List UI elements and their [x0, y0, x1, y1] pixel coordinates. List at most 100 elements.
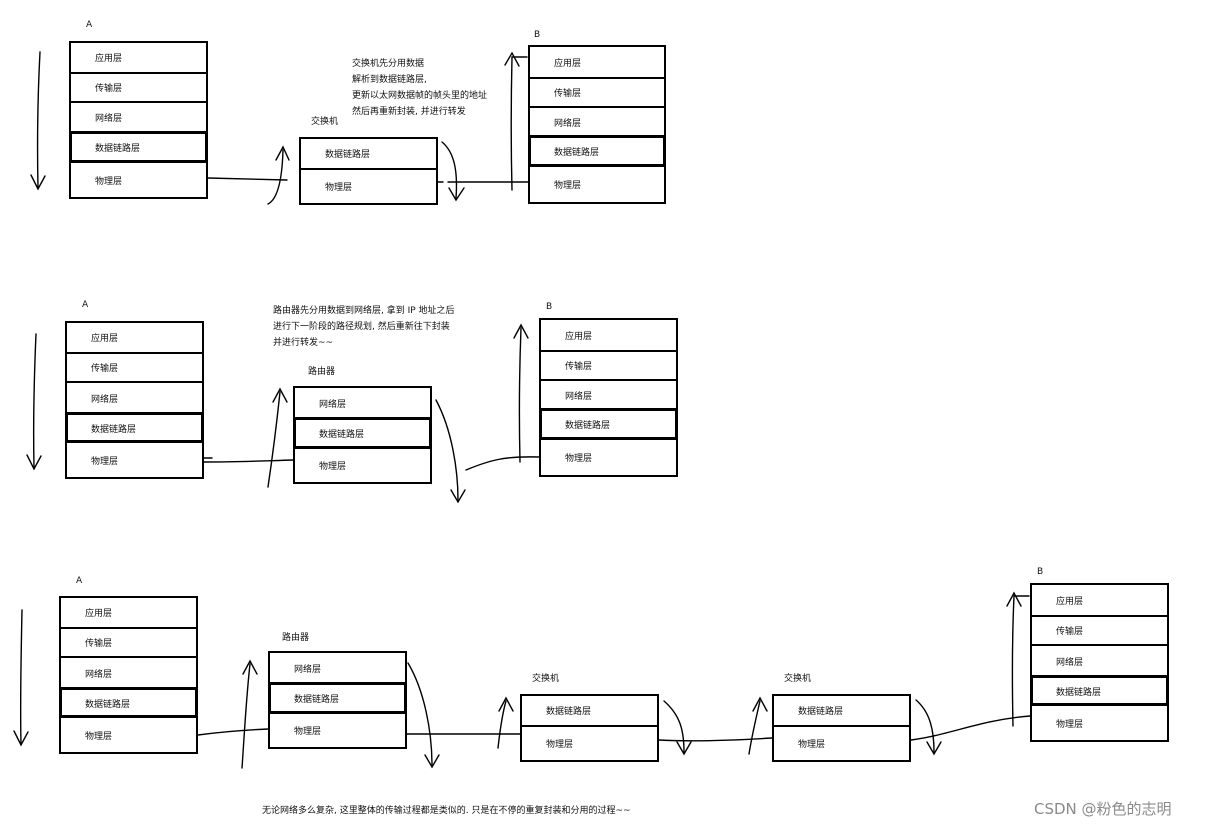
layer-physical: 物理层 [67, 441, 202, 477]
note-line: 进行下一阶段的路径规划, 然后重新往下封装 [273, 322, 450, 332]
layer-application: 应用层 [565, 331, 593, 342]
up-arrow [1011, 595, 1015, 727]
layer-datalink: 数据链路层 [294, 417, 431, 448]
router-note: 路由器先分用数据到网络层, 拿到 IP 地址之后 进行下一阶段的路径规划, 然后… [273, 303, 455, 351]
layer-datalink: 数据链路层 [269, 682, 406, 713]
down-arrow [435, 399, 459, 501]
arrow-head [676, 741, 692, 756]
arrow-head [498, 696, 514, 712]
layer-physical: 物理层 [522, 725, 657, 760]
note-line: 并进行转发~~ [273, 338, 334, 348]
down-arrow [32, 333, 37, 469]
arrow-head [1006, 591, 1022, 607]
layer-network: 网络层 [67, 381, 202, 413]
layer-physical: 物理层 [774, 725, 909, 760]
down-arrow [407, 662, 433, 767]
up-arrow [510, 56, 513, 191]
router-stack: 网络层 数据链路层 物理层 [268, 651, 407, 749]
host-a-stack: 应用层 传输层 网络层 数据链路层 物理层 [69, 41, 208, 199]
up-arrow [748, 700, 761, 755]
host-a-stack: 应用层 传输层 网络层 数据链路层 物理层 [59, 596, 198, 754]
layer-application: 应用层 [91, 334, 119, 344]
layer-network: 网络层 [530, 106, 664, 136]
host-a-label: A [76, 576, 83, 586]
layer-network: 网络层 [294, 664, 322, 675]
switch-label: 交换机 [311, 117, 339, 127]
arrow-head [752, 696, 768, 712]
host-b-label: B [1037, 567, 1044, 577]
router-label: 路由器 [308, 367, 336, 377]
note-line: 更新以太网数据帧的帧头里的地址 [352, 91, 488, 101]
layer-physical: 物理层 [1032, 704, 1167, 740]
host-a-label: A [86, 20, 93, 30]
layer-network: 网络层 [541, 379, 676, 409]
host-a-stack: 应用层 传输层 网络层 数据链路层 物理层 [65, 321, 204, 479]
watermark: CSDN @粉色的志明 [1034, 800, 1172, 818]
arrow-head [513, 323, 529, 339]
layer-network: 网络层 [319, 399, 347, 410]
layer-datalink: 数据链路层 [540, 408, 677, 439]
arrow-head [926, 741, 942, 756]
layer-application: 应用层 [554, 58, 582, 69]
layer-application: 应用层 [1056, 596, 1084, 607]
layer-transport: 传输层 [1032, 615, 1167, 644]
layer-datalink: 数据链路层 [60, 687, 197, 717]
host-b-label: B [546, 302, 553, 312]
cable [197, 728, 269, 736]
layer-physical: 物理层 [301, 168, 436, 203]
layer-application: 应用层 [85, 609, 113, 619]
layer-transport: 传输层 [71, 72, 206, 101]
arrow-head [272, 387, 288, 403]
arrow-head [242, 659, 258, 675]
layer-transport: 传输层 [67, 352, 202, 381]
note-line: 解析到数据链路层, [352, 75, 427, 85]
router-label: 路由器 [282, 633, 310, 643]
layer-network: 网络层 [1032, 644, 1167, 676]
arrow-head [30, 174, 46, 191]
layer-physical: 物理层 [295, 447, 430, 482]
layer-physical: 物理层 [71, 161, 206, 197]
layer-physical: 物理层 [270, 712, 405, 747]
arrow-head [450, 489, 466, 504]
arrow-head [275, 145, 290, 161]
arrow-head [424, 754, 440, 769]
host-b-stack: 应用层 传输层 网络层 数据链路层 物理层 [1030, 583, 1169, 742]
layer-datalink: 数据链路层 [325, 150, 371, 160]
switch-stack: 数据链路层 物理层 [299, 137, 438, 205]
up-arrow [267, 391, 281, 488]
arrow-head [26, 454, 42, 471]
down-arrow [915, 699, 935, 753]
layer-application: 应用层 [95, 54, 123, 64]
arrow-head [448, 187, 465, 202]
layer-datalink: 数据链路层 [546, 707, 592, 717]
down-arrow [19, 609, 23, 745]
layer-datalink: 数据链路层 [529, 135, 665, 166]
cable [465, 456, 540, 471]
cable [203, 459, 294, 463]
switch-stack: 数据链路层 物理层 [772, 694, 911, 762]
up-arrow [497, 700, 507, 749]
layer-physical: 物理层 [530, 165, 664, 202]
layer-network: 网络层 [71, 101, 206, 132]
host-a-label: A [82, 300, 89, 310]
up-arrow [267, 149, 284, 205]
layer-datalink: 数据链路层 [70, 131, 207, 162]
summary-note: 无论网络多么复杂, 这里整体的传输过程都是类似的. 只是在不停的重复封装和分用的… [262, 806, 631, 816]
down-arrow [36, 51, 41, 189]
layer-physical: 物理层 [61, 716, 196, 752]
up-arrow [241, 663, 251, 769]
layer-transport: 传输层 [530, 77, 664, 106]
host-b-label: B [534, 30, 541, 40]
layer-transport: 传输层 [541, 350, 676, 379]
switch-stack: 数据链路层 物理层 [520, 694, 659, 762]
cable [207, 177, 288, 181]
layer-network: 网络层 [61, 656, 196, 688]
up-arrow [518, 327, 522, 463]
note-line: 然后再重新封装, 并进行转发 [352, 107, 466, 117]
layer-datalink: 数据链路层 [1031, 675, 1168, 705]
layer-datalink: 数据链路层 [798, 707, 844, 717]
switch-note: 交换机先分用数据 解析到数据链路层, 更新以太网数据帧的帧头里的地址 然后再重新… [352, 56, 487, 120]
switch-label: 交换机 [532, 674, 560, 684]
arrow-head [504, 51, 520, 67]
note-line: 交换机先分用数据 [352, 59, 425, 69]
